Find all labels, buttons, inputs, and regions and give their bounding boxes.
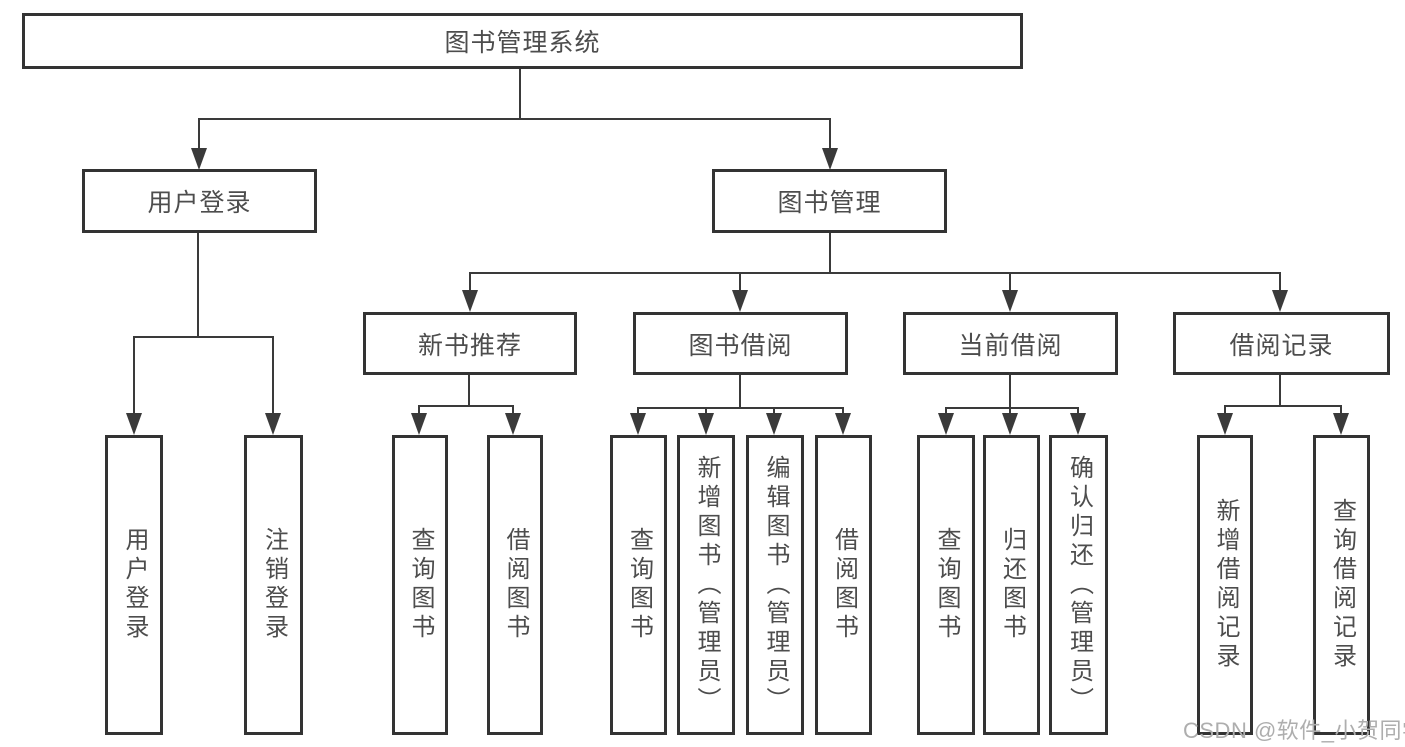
- connector-cb-leaf3: [1077, 407, 1079, 417]
- node-label: 查询借阅记录: [1328, 498, 1356, 672]
- node-label: 新增借阅记录: [1212, 498, 1239, 672]
- connector-root-stem: [519, 69, 521, 118]
- node-label: 用户登录: [147, 189, 252, 217]
- arrowhead-book-borrow-icon: [732, 290, 748, 312]
- connector-to-borrow-records: [1279, 274, 1281, 292]
- connector-to-leaf-logout: [272, 338, 274, 415]
- node-label: 图书管理系统: [444, 29, 601, 57]
- node-label: 归还图书: [998, 527, 1026, 643]
- connector-bb-rail: [637, 407, 844, 409]
- node-label: 确认归还（管理员）: [1065, 454, 1093, 716]
- connector-user-login-rail: [133, 336, 274, 338]
- connector-br-leaf2: [1340, 405, 1342, 417]
- leaf-cb-confirm-return-admin: 确认归还（管理员）: [1049, 435, 1108, 735]
- connector-book-mgmt-stem: [829, 233, 831, 273]
- connector-bb-stem: [739, 375, 741, 408]
- leaf-bb-query-books: 查询图书: [610, 435, 667, 735]
- connector-user-login-stem: [197, 233, 199, 337]
- node-book-borrowing: 图书借阅: [633, 312, 848, 375]
- arrowhead-leaf-login-icon: [126, 413, 142, 435]
- node-label: 查询图书: [407, 527, 434, 643]
- arrowhead-borrow-records-icon: [1272, 290, 1288, 312]
- node-label: 查询图书: [933, 527, 960, 643]
- connector-nbr-leaf1: [418, 405, 420, 417]
- connector-nbr-stem: [468, 375, 470, 406]
- node-label: 注销登录: [260, 527, 288, 643]
- leaf-bb-add-books-admin: 新增图书（管理员）: [677, 435, 735, 735]
- node-new-book-recommend: 新书推荐: [363, 312, 577, 375]
- connector-to-leaf-login: [133, 338, 135, 415]
- node-user-login-branch: 用户登录: [82, 169, 317, 233]
- csdn-watermark: CSDN @软件_小贺同学: [1183, 718, 1405, 743]
- connector-br-leaf1: [1224, 405, 1226, 417]
- arrowhead-bb-leaf2-icon: [698, 413, 714, 435]
- leaf-nbr-query-books: 查询图书: [392, 435, 448, 735]
- leaf-bb-borrow-books: 借阅图书: [815, 435, 872, 735]
- leaf-cb-query-books: 查询图书: [917, 435, 975, 735]
- connector-to-new-book-rec: [469, 274, 471, 292]
- node-label: 借阅图书: [502, 527, 529, 643]
- node-label: 图书借阅: [688, 331, 793, 360]
- connector-nbr-rail: [418, 405, 514, 407]
- node-label: 借阅记录: [1229, 331, 1334, 360]
- connector-br-rail: [1224, 405, 1341, 407]
- arrowhead-current-borrow-icon: [1002, 290, 1018, 312]
- connector-cb-stem: [1009, 375, 1011, 408]
- arrowhead-bb-leaf3-icon: [766, 413, 782, 435]
- arrowhead-cb-leaf2-icon: [1002, 413, 1018, 435]
- arrowhead-new-book-rec-icon: [462, 290, 478, 312]
- connector-bb-leaf1: [637, 407, 639, 417]
- node-label: 借阅图书: [830, 527, 858, 643]
- arrowhead-book-mgmt-icon: [822, 148, 838, 170]
- arrowhead-bb-leaf4-icon: [835, 413, 851, 435]
- connector-root-rail: [198, 118, 831, 120]
- arrowhead-nbr-leaf2-icon: [505, 413, 521, 435]
- node-label: 编辑图书（管理员）: [762, 454, 789, 716]
- leaf-cb-return-books: 归还图书: [983, 435, 1040, 735]
- connector-br-stem: [1279, 375, 1281, 406]
- connector-bb-leaf4: [842, 407, 844, 417]
- leaf-br-query-record: 查询借阅记录: [1313, 435, 1370, 735]
- node-library-management-system: 图书管理系统: [22, 13, 1023, 69]
- node-label: 新增图书（管理员）: [693, 454, 720, 716]
- connector-cb-leaf2: [1009, 407, 1011, 417]
- arrowhead-cb-leaf1-icon: [938, 413, 954, 435]
- connector-to-user-login: [198, 120, 200, 150]
- connector-to-book-mgmt: [829, 120, 831, 150]
- node-label: 当前借阅: [958, 331, 1063, 360]
- arrowhead-br-leaf1-icon: [1217, 413, 1233, 435]
- node-borrowing-records: 借阅记录: [1173, 312, 1390, 375]
- arrowhead-leaf-logout-icon: [265, 413, 281, 435]
- node-label: 图书管理: [777, 189, 882, 217]
- node-label: 用户登录: [121, 527, 148, 643]
- connector-to-current-borrow: [1009, 274, 1011, 292]
- node-label: 新书推荐: [417, 331, 522, 360]
- leaf-nbr-borrow-books: 借阅图书: [487, 435, 543, 735]
- arrowhead-user-login-icon: [191, 148, 207, 170]
- connector-cb-leaf1: [945, 407, 947, 417]
- node-current-borrowing: 当前借阅: [903, 312, 1118, 375]
- arrowhead-cb-leaf3-icon: [1070, 413, 1086, 435]
- leaf-bb-edit-books-admin: 编辑图书（管理员）: [746, 435, 804, 735]
- node-label: 查询图书: [625, 527, 653, 643]
- connector-to-book-borrow: [739, 274, 741, 292]
- arrowhead-br-leaf2-icon: [1333, 413, 1349, 435]
- arrowhead-nbr-leaf1-icon: [411, 413, 427, 435]
- connector-book-mgmt-rail: [469, 272, 1281, 274]
- connector-nbr-leaf2: [512, 405, 514, 417]
- leaf-br-add-record: 新增借阅记录: [1197, 435, 1253, 735]
- connector-bb-leaf2: [705, 407, 707, 417]
- arrowhead-bb-leaf1-icon: [630, 413, 646, 435]
- connector-bb-leaf3: [773, 407, 775, 417]
- leaf-user-login: 用户登录: [105, 435, 163, 735]
- leaf-logout: 注销登录: [244, 435, 303, 735]
- node-book-mgmt-branch: 图书管理: [712, 169, 947, 233]
- connector-cb-rail: [945, 407, 1079, 409]
